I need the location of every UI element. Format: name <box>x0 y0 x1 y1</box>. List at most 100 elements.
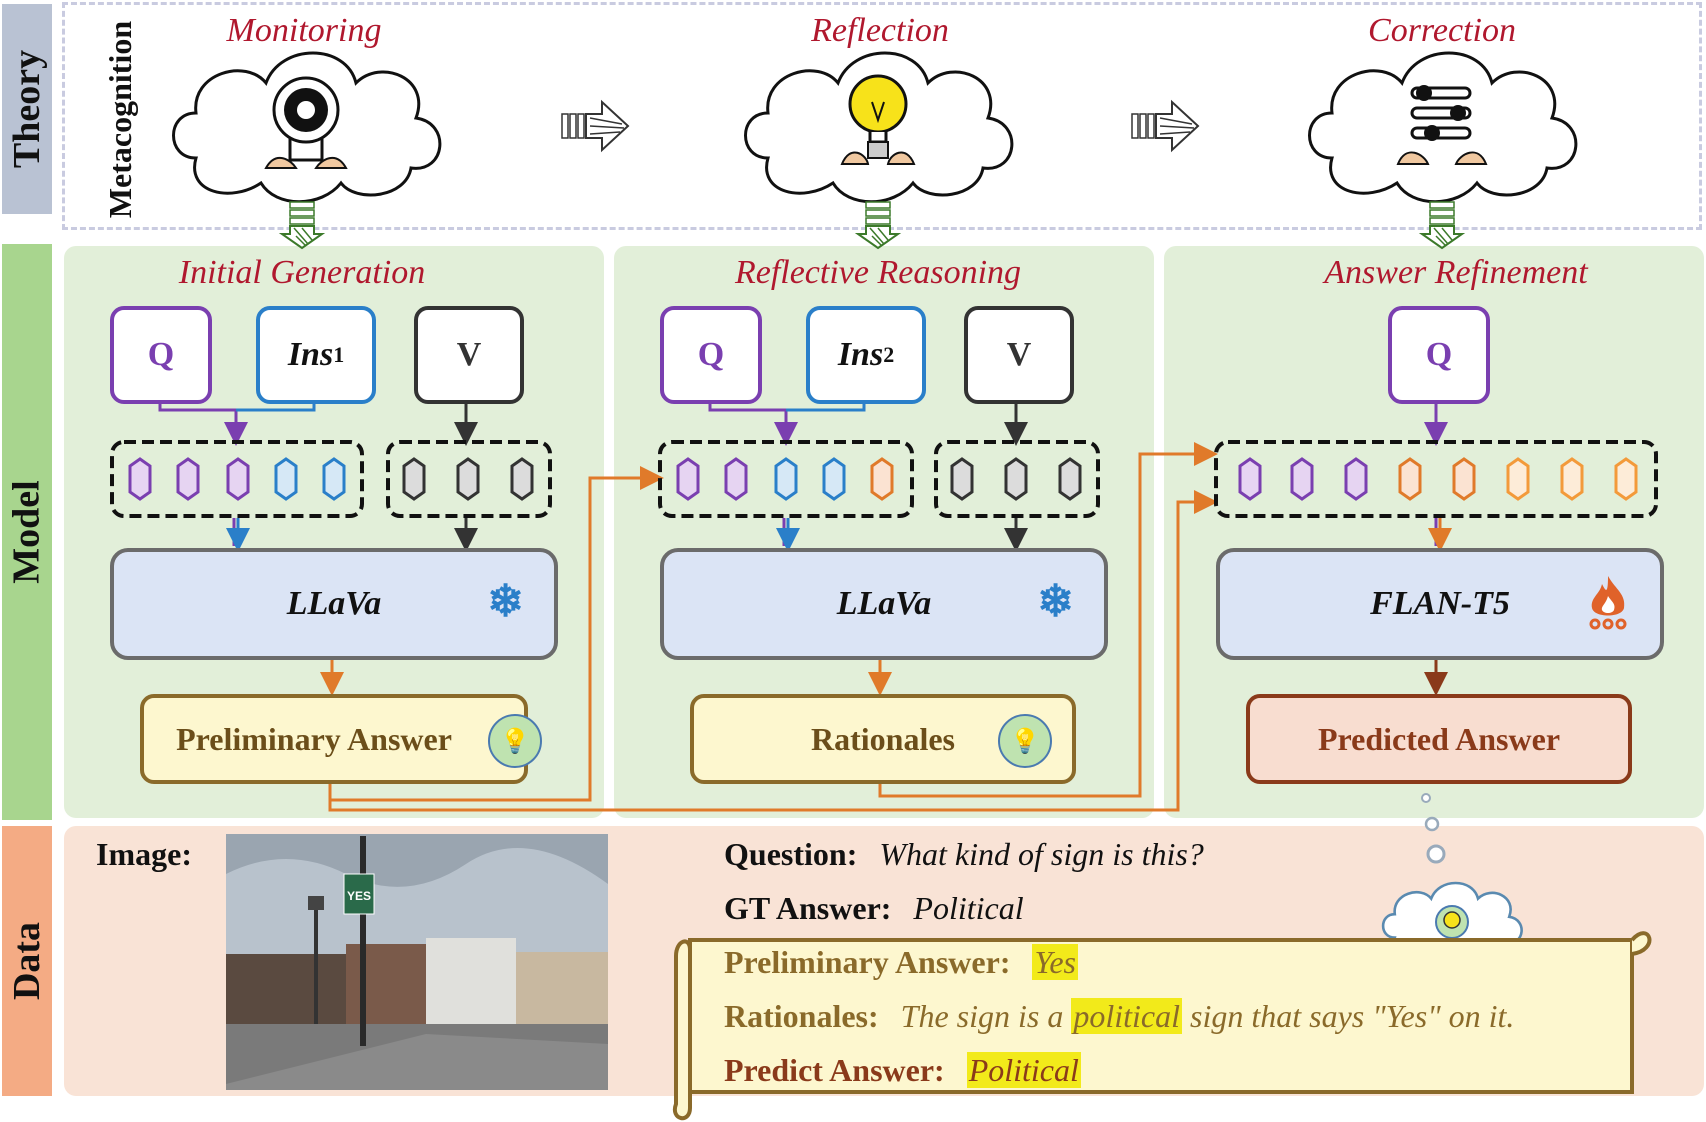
output-rationales: Rationales 💡 <box>690 694 1076 784</box>
prelim-label: Preliminary Answer: <box>724 944 1011 980</box>
token <box>1344 457 1368 501</box>
theory-title-correction: Correction <box>1368 12 1516 49</box>
ins-label: Ins <box>837 336 884 373</box>
predict-label: Predict Answer: <box>724 1052 945 1088</box>
token <box>1560 457 1584 501</box>
down-arrow-1 <box>281 201 323 249</box>
gt-text: Political <box>913 890 1024 926</box>
theory-arrow-2 <box>1131 101 1199 151</box>
model-name: LLaVa <box>836 585 932 622</box>
input-v-1: V <box>414 306 524 404</box>
model-title-reflective-reasoning: Reflective Reasoning <box>734 254 1022 291</box>
token <box>1238 457 1262 501</box>
token <box>274 457 298 501</box>
prelim-to-stage3 <box>328 490 1218 812</box>
token-group-qi-1 <box>110 440 364 518</box>
predict-text: Political <box>966 1052 1081 1088</box>
token <box>1058 457 1082 501</box>
theory-arrow-1 <box>561 101 629 151</box>
token <box>1506 457 1530 501</box>
model-title-answer-refinement: Answer Refinement <box>1324 254 1588 291</box>
token <box>870 457 894 501</box>
token <box>950 457 974 501</box>
webcam-icon <box>264 76 348 169</box>
lightbulb-cloud-icon: 💡 <box>488 714 542 768</box>
input-q-2: Q <box>660 306 762 404</box>
input-q-3: Q <box>1388 306 1490 404</box>
token <box>676 457 700 501</box>
predict-row: Predict Answer: Political <box>724 1052 1081 1089</box>
rationale-row: Rationales: The sign is a political sign… <box>724 998 1514 1035</box>
token <box>456 457 480 501</box>
street-photo: YES <box>226 834 608 1090</box>
ins-sub: 2 <box>883 342 895 367</box>
rationale-label: Rationales: <box>724 998 879 1034</box>
fire-icon <box>1586 574 1630 630</box>
thought-dot <box>1424 816 1440 832</box>
rationale-post: sign that says "Yes" on it. <box>1190 998 1515 1034</box>
ins-label: Ins <box>287 336 334 373</box>
model-llava-2: LLaVa ❄ <box>660 548 1108 660</box>
ins-sub: 1 <box>333 342 345 367</box>
sidebar-theory: Theory <box>2 4 52 214</box>
model-name: LLaVa <box>286 585 382 622</box>
thought-dot <box>1421 793 1431 803</box>
image-label: Image: <box>96 836 192 872</box>
sidebar-data: Data <box>2 826 52 1096</box>
sidebar-model: Model <box>2 244 52 820</box>
input-v-2: V <box>964 306 1074 404</box>
prelim-to-stage2 <box>328 466 664 802</box>
rationale-pre: The sign is a <box>900 998 1064 1034</box>
token-group-v-1 <box>386 440 552 518</box>
down-arrow-2 <box>857 201 899 249</box>
output-label: Predicted Answer <box>1317 720 1561 757</box>
gt-label: GT Answer: <box>724 890 892 926</box>
question-label: Question: <box>724 836 858 872</box>
token <box>176 457 200 501</box>
input-q-1: Q <box>110 306 212 404</box>
rationale-hl: political <box>1071 998 1182 1034</box>
rationale-to-stage3 <box>878 442 1218 798</box>
model-flan-t5: FLAN-T5 <box>1216 548 1664 660</box>
token <box>1004 457 1028 501</box>
model-title-initial-generation: Initial Generation <box>178 254 426 291</box>
question-row: Question: What kind of sign is this? <box>724 836 1204 873</box>
token <box>402 457 426 501</box>
lightbulb-cloud-icon: 💡 <box>998 714 1052 768</box>
prelim-text: Yes <box>1032 944 1078 980</box>
thought-dot <box>1426 844 1446 864</box>
token <box>510 457 534 501</box>
token <box>822 457 846 501</box>
token-group-3 <box>1214 440 1658 518</box>
token <box>724 457 748 501</box>
theory-title-monitoring: Monitoring <box>226 12 382 49</box>
token-group-qi-2 <box>658 440 914 518</box>
token <box>322 457 346 501</box>
output-label: Rationales <box>811 720 955 757</box>
yes-sign <box>343 873 375 915</box>
token <box>1614 457 1638 501</box>
output-label: Preliminary Answer <box>176 720 452 757</box>
snowflake-icon: ❄ <box>487 577 524 626</box>
model-llava-1: LLaVa ❄ <box>110 548 558 660</box>
sliders-icon <box>1396 85 1488 165</box>
question-text: What kind of sign is this? <box>879 836 1204 872</box>
output-preliminary-answer: Preliminary Answer 💡 <box>140 694 542 784</box>
yes-sign-text: YES <box>347 889 371 903</box>
token-group-v-2 <box>934 440 1100 518</box>
lightbulb-icon <box>840 74 916 165</box>
token <box>226 457 250 501</box>
output-predicted-answer: Predicted Answer <box>1246 694 1632 784</box>
theory-title-reflection: Reflection <box>811 12 949 49</box>
model-name: FLAN-T5 <box>1370 585 1510 622</box>
token <box>1452 457 1476 501</box>
prelim-row: Preliminary Answer: Yes <box>724 944 1078 981</box>
token <box>774 457 798 501</box>
token <box>1290 457 1314 501</box>
snowflake-icon: ❄ <box>1037 577 1074 626</box>
down-arrow-3 <box>1421 201 1463 249</box>
token <box>1398 457 1422 501</box>
